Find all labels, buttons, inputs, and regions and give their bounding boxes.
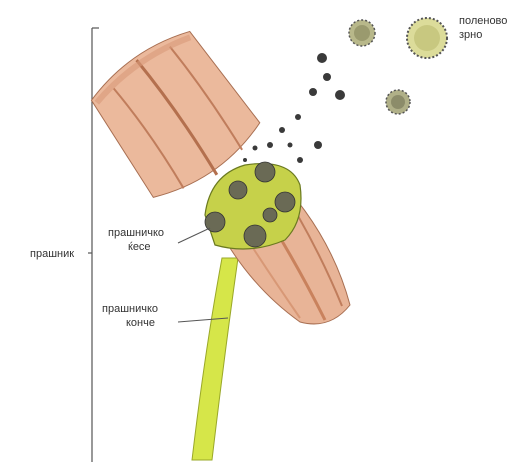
stamen-label: прашник [30,248,74,260]
pollen-grain-large-1 [349,20,375,46]
filament-label-line2: конче [126,317,155,329]
pollen-grain-large-3 [386,90,410,114]
scattered-pollen [243,53,345,163]
pollen-grain-label-line1: поленово [459,15,507,27]
anther-label-line1: прашничко [108,227,164,239]
pollen-grain-label-line2: зрно [459,29,482,41]
filament [192,258,238,460]
anther-leader [178,228,210,243]
anther-label-line2: ќесе [128,241,151,253]
anther-sac [205,162,301,249]
pollen-grain-large-2 [407,18,447,58]
filament-label-line1: прашничко [102,303,158,315]
